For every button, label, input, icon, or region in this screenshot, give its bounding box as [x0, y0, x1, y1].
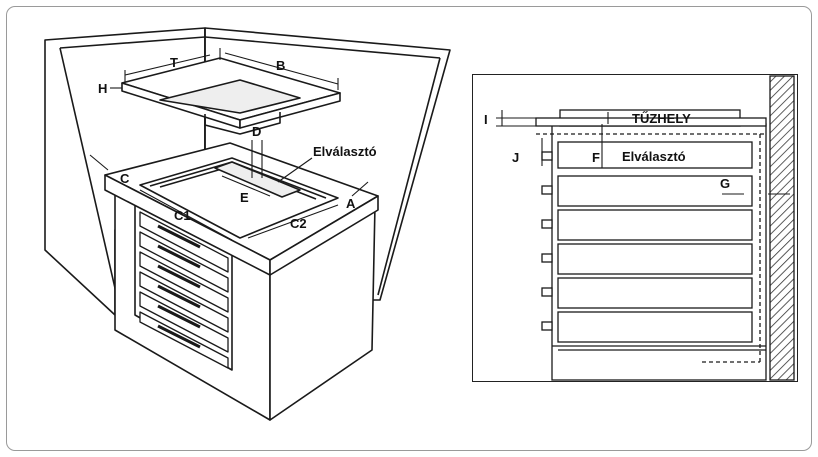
wall [769, 75, 795, 381]
label-c1: C1 [174, 208, 191, 223]
label-g: G [720, 176, 730, 191]
divider-shelf [557, 141, 753, 169]
section-diagram: TŰZHELY Elválasztó I J F G [484, 75, 795, 381]
label-c2: C2 [290, 216, 307, 231]
label-divider-section: Elválasztó [622, 149, 686, 164]
label-a: A [346, 196, 356, 211]
label-c: C [120, 171, 130, 186]
label-e: E [240, 190, 249, 205]
label-j: J [512, 150, 519, 165]
label-h: H [98, 81, 107, 96]
label-f: F [592, 150, 600, 165]
label-t: T [170, 55, 178, 70]
label-b: B [276, 58, 285, 73]
countertop-side-edge [269, 195, 379, 276]
drawers-section [541, 151, 753, 343]
drawers [139, 211, 229, 369]
label-divider: Elválasztó [313, 144, 377, 159]
label-d: D [252, 124, 261, 139]
label-i: I [484, 112, 488, 127]
cabinet-illustration: T B H D Elválasztó E C C1 C2 A [44, 27, 451, 421]
label-hob: TŰZHELY [632, 111, 691, 126]
